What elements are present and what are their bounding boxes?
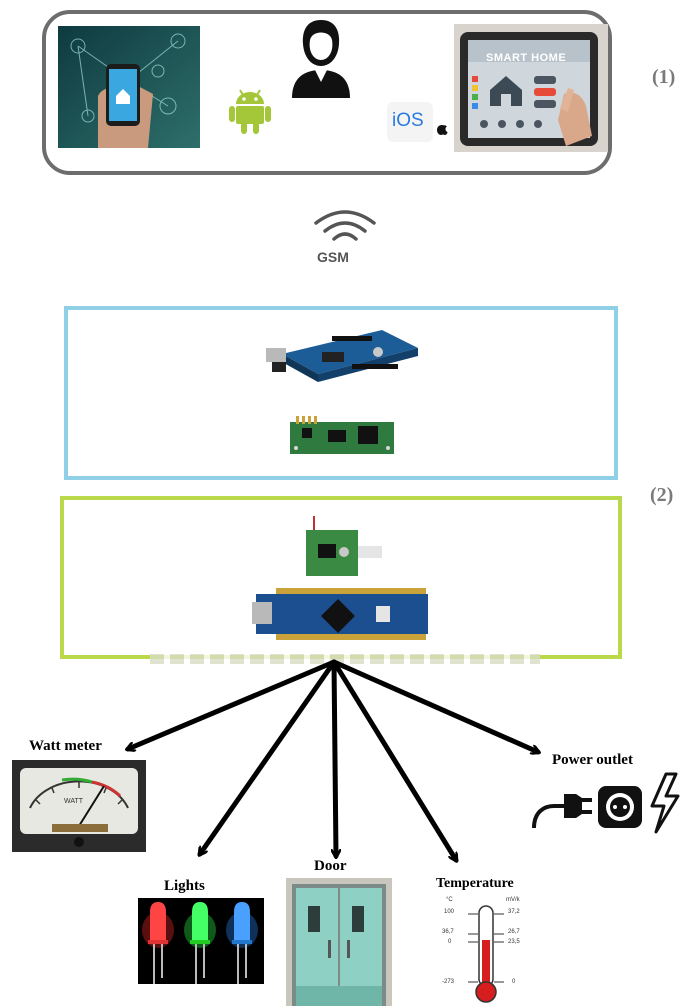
tier1-label: (1) bbox=[652, 66, 676, 88]
smart-home-tablet-image bbox=[454, 24, 608, 152]
arrow-to-power-outlet bbox=[331, 659, 538, 752]
gateway-box bbox=[64, 306, 618, 480]
android-icon bbox=[229, 89, 271, 134]
watt-meter-image bbox=[12, 760, 146, 852]
user-icon bbox=[292, 20, 350, 98]
arduino-board-image bbox=[266, 330, 418, 382]
led-lights-image bbox=[138, 898, 264, 984]
ios-label: iOS bbox=[392, 110, 424, 131]
door-label: Door bbox=[314, 858, 347, 874]
thermometer-tick: 0 bbox=[448, 939, 452, 945]
smartphone-iot-image bbox=[58, 26, 200, 148]
gsm-module-image bbox=[290, 416, 394, 454]
thermometer-tick: 0 bbox=[512, 979, 516, 985]
power-outlet-icons bbox=[532, 772, 680, 834]
arrow-to-lights bbox=[200, 659, 337, 854]
wireless-signal-icon bbox=[314, 210, 376, 241]
thermometer-tick: -273 bbox=[442, 979, 455, 985]
thermometer-tick: 37,2 bbox=[508, 909, 520, 915]
thermometer-tick: 100 bbox=[444, 909, 455, 915]
apple-icon bbox=[437, 125, 448, 135]
temperature-label: Temperature bbox=[436, 876, 514, 891]
watt-dial-text: WATT bbox=[64, 798, 84, 805]
watt-meter-label: Watt meter bbox=[29, 738, 102, 754]
thermometer-image bbox=[468, 905, 504, 1003]
thermometer-tick: 36,7 bbox=[442, 929, 454, 935]
door-image bbox=[286, 878, 392, 1006]
tier2-label: (2) bbox=[650, 484, 674, 506]
thermometer-tick: 26,7 bbox=[508, 929, 520, 935]
arrow-to-watt-meter bbox=[128, 659, 337, 749]
arduino-nano-image bbox=[252, 588, 428, 640]
gsm-label: GSM bbox=[317, 249, 349, 265]
node-box-edge bbox=[150, 654, 540, 664]
lights-label: Lights bbox=[164, 878, 205, 894]
arrow-to-temperature bbox=[331, 659, 459, 860]
thermometer-right-unit: mV/k bbox=[506, 897, 520, 903]
thermometer-tick: 23,5 bbox=[508, 939, 520, 945]
rf-module-image bbox=[306, 516, 382, 576]
thermometer-left-unit: °C bbox=[446, 897, 453, 903]
arrow-to-door bbox=[334, 659, 336, 856]
power-outlet-label: Power outlet bbox=[552, 752, 633, 768]
ios-icon bbox=[387, 102, 433, 142]
smart-home-title: SMART HOME bbox=[486, 52, 567, 64]
